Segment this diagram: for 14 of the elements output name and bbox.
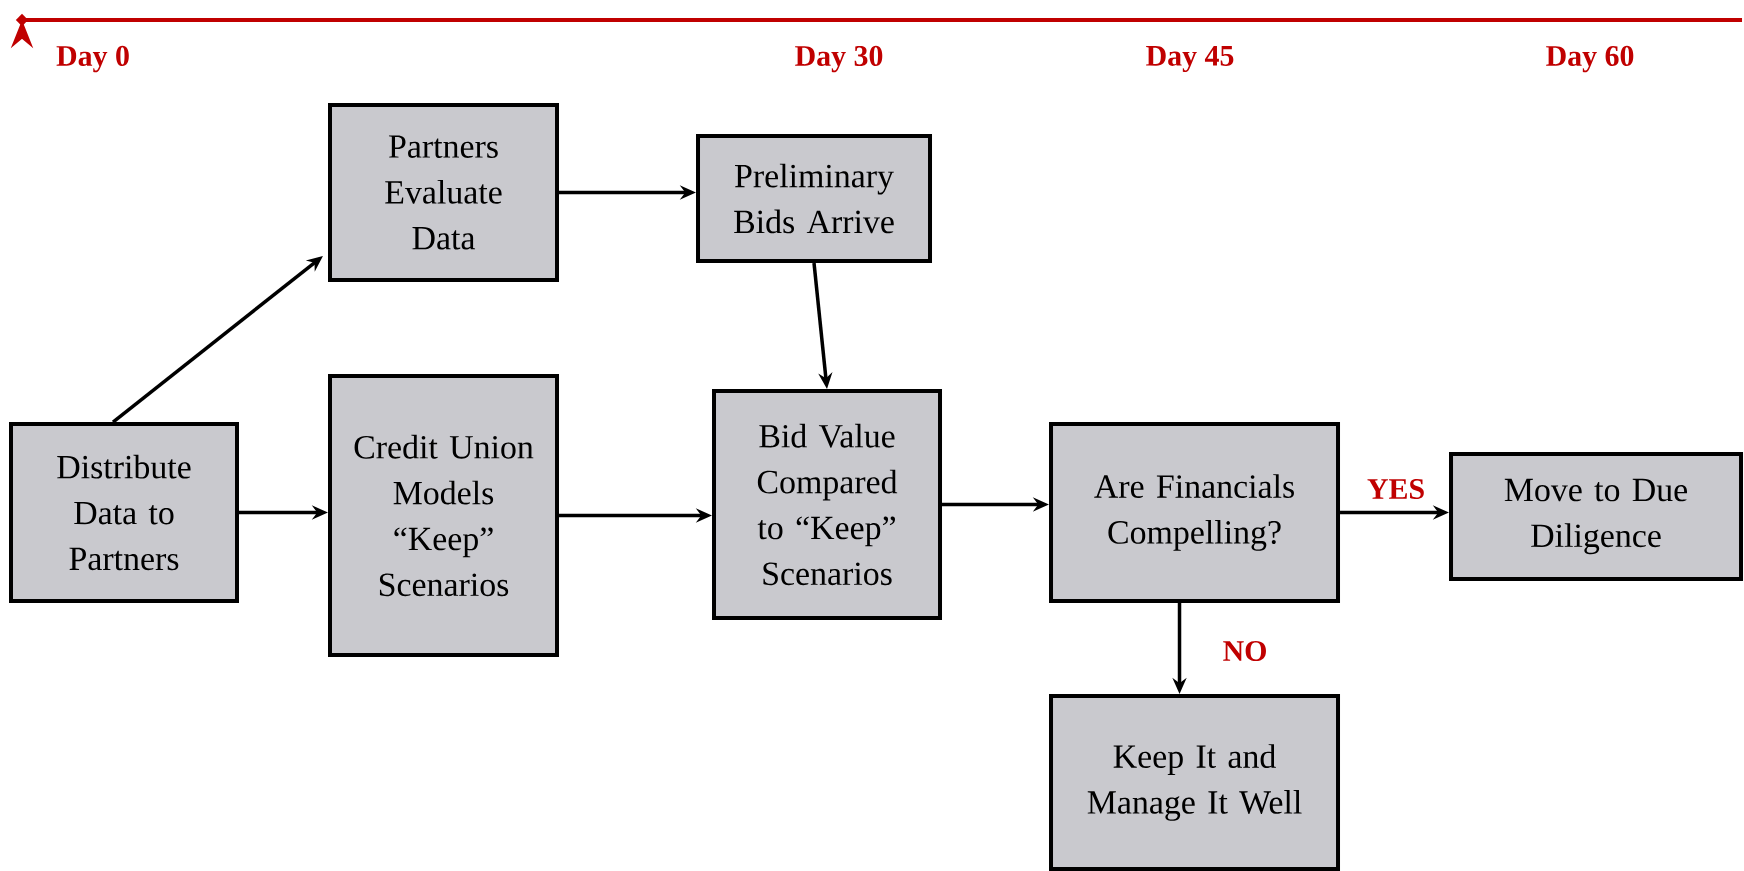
edge-label: NO (1221, 639, 1269, 663)
process-box: Partners Evaluate Data (328, 103, 559, 282)
day-label: Day 60 (1546, 45, 1634, 73)
process-box: Keep It and Manage It Well (1049, 694, 1340, 871)
process-box: Are Financials Compelling? (1049, 422, 1340, 603)
process-box: Move to Due Diligence (1449, 452, 1743, 581)
day-label: Day 45 (1146, 45, 1234, 73)
day-label: Day 0 (56, 45, 129, 73)
process-box: Preliminary Bids Arrive (696, 134, 932, 263)
edge-label: YES (1365, 477, 1427, 501)
process-box: Credit Union Models “Keep” Scenarios (328, 374, 559, 657)
process-box: Distribute Data to Partners (9, 422, 239, 603)
process-box: Bid Value Compared to “Keep” Scenarios (712, 389, 942, 620)
day-label: Day 30 (795, 45, 883, 73)
